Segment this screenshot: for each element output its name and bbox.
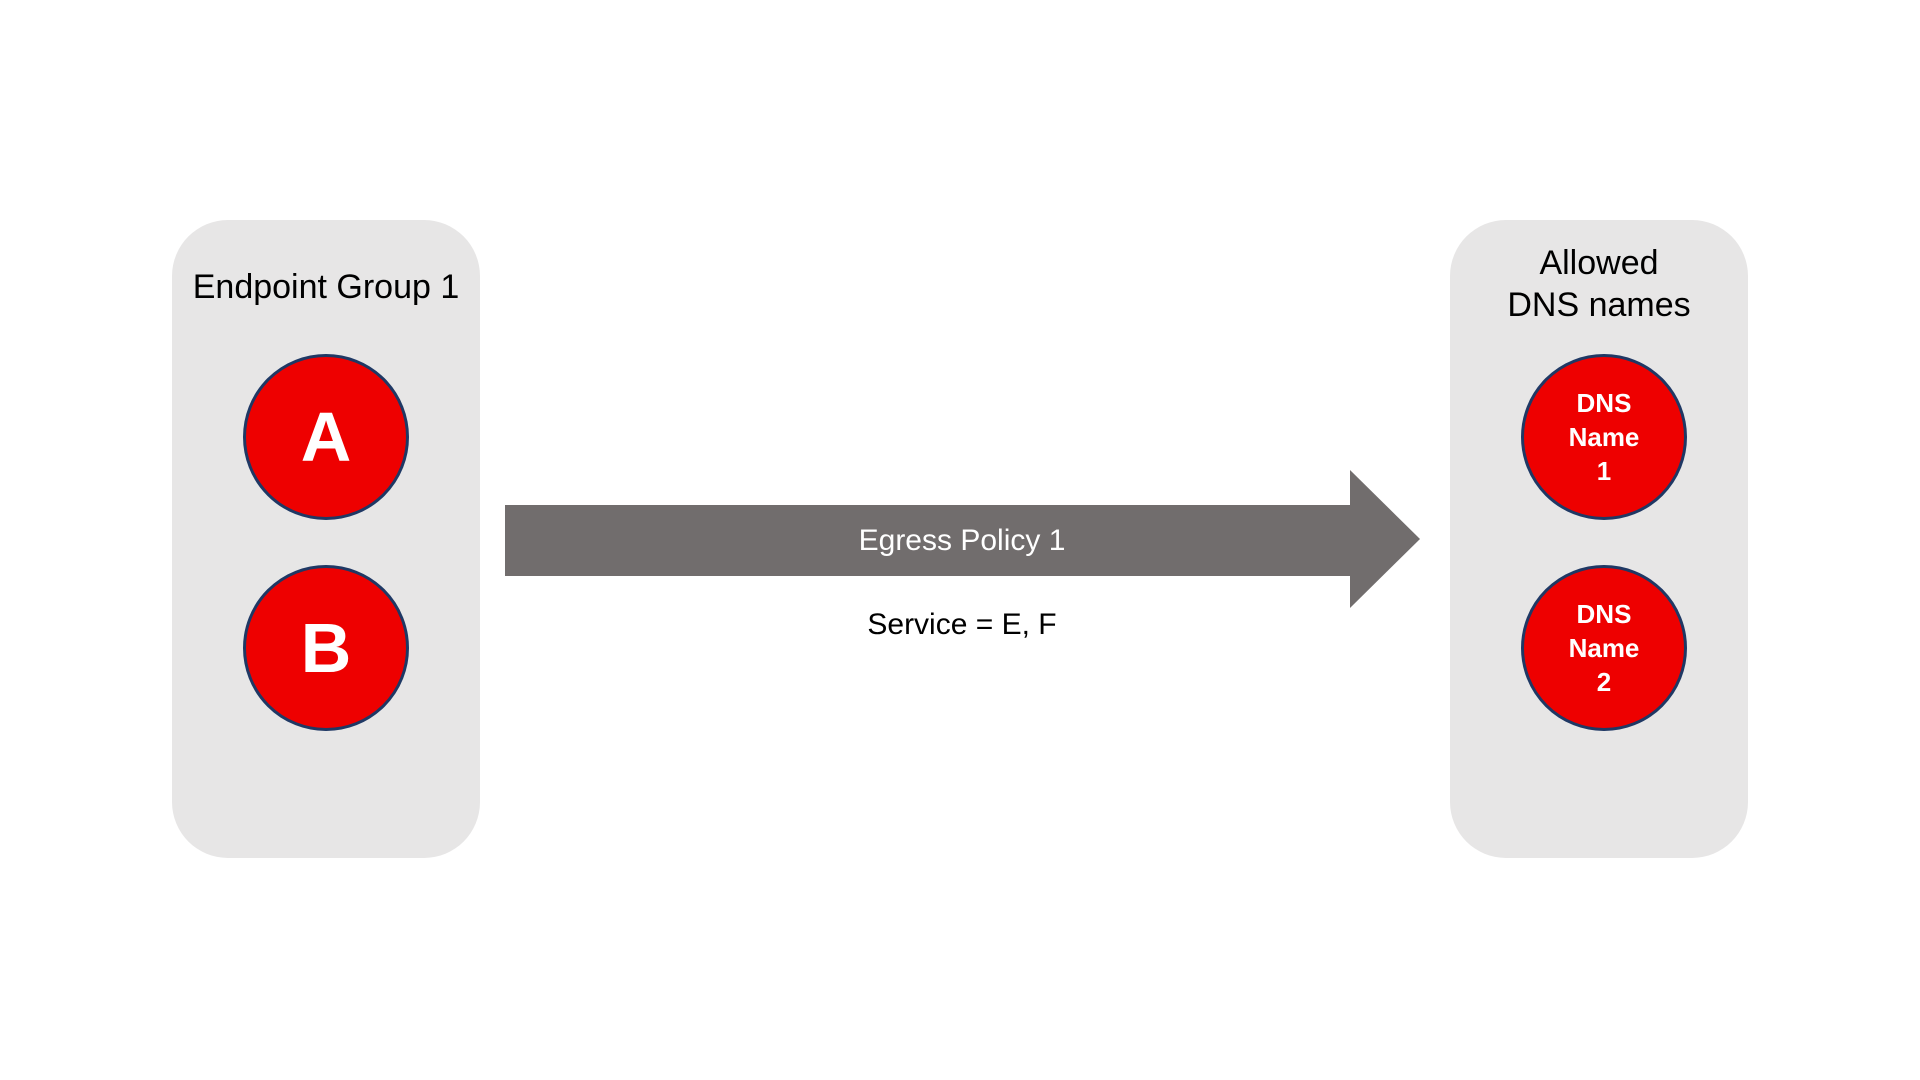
allowed-dns-title: Allowed DNS names [1507, 244, 1691, 324]
endpoint-a-node: A [243, 354, 409, 520]
endpoint-b-node: B [243, 565, 409, 731]
endpoint-group-panel: Endpoint Group 1 A B [172, 220, 480, 858]
egress-policy-label: Egress Policy 1 [858, 523, 1066, 557]
dns-name-1-node: DNS Name 1 [1521, 354, 1687, 520]
allowed-dns-panel: Allowed DNS names DNS Name 1 DNS Name 2 [1450, 220, 1748, 858]
egress-arrow-shaft [505, 505, 1350, 576]
endpoint-group-title: Endpoint Group 1 [192, 268, 460, 306]
dns-name-2-node: DNS Name 2 [1521, 565, 1687, 731]
service-label: Service = E, F [867, 608, 1057, 641]
egress-arrow-head [1350, 470, 1420, 608]
